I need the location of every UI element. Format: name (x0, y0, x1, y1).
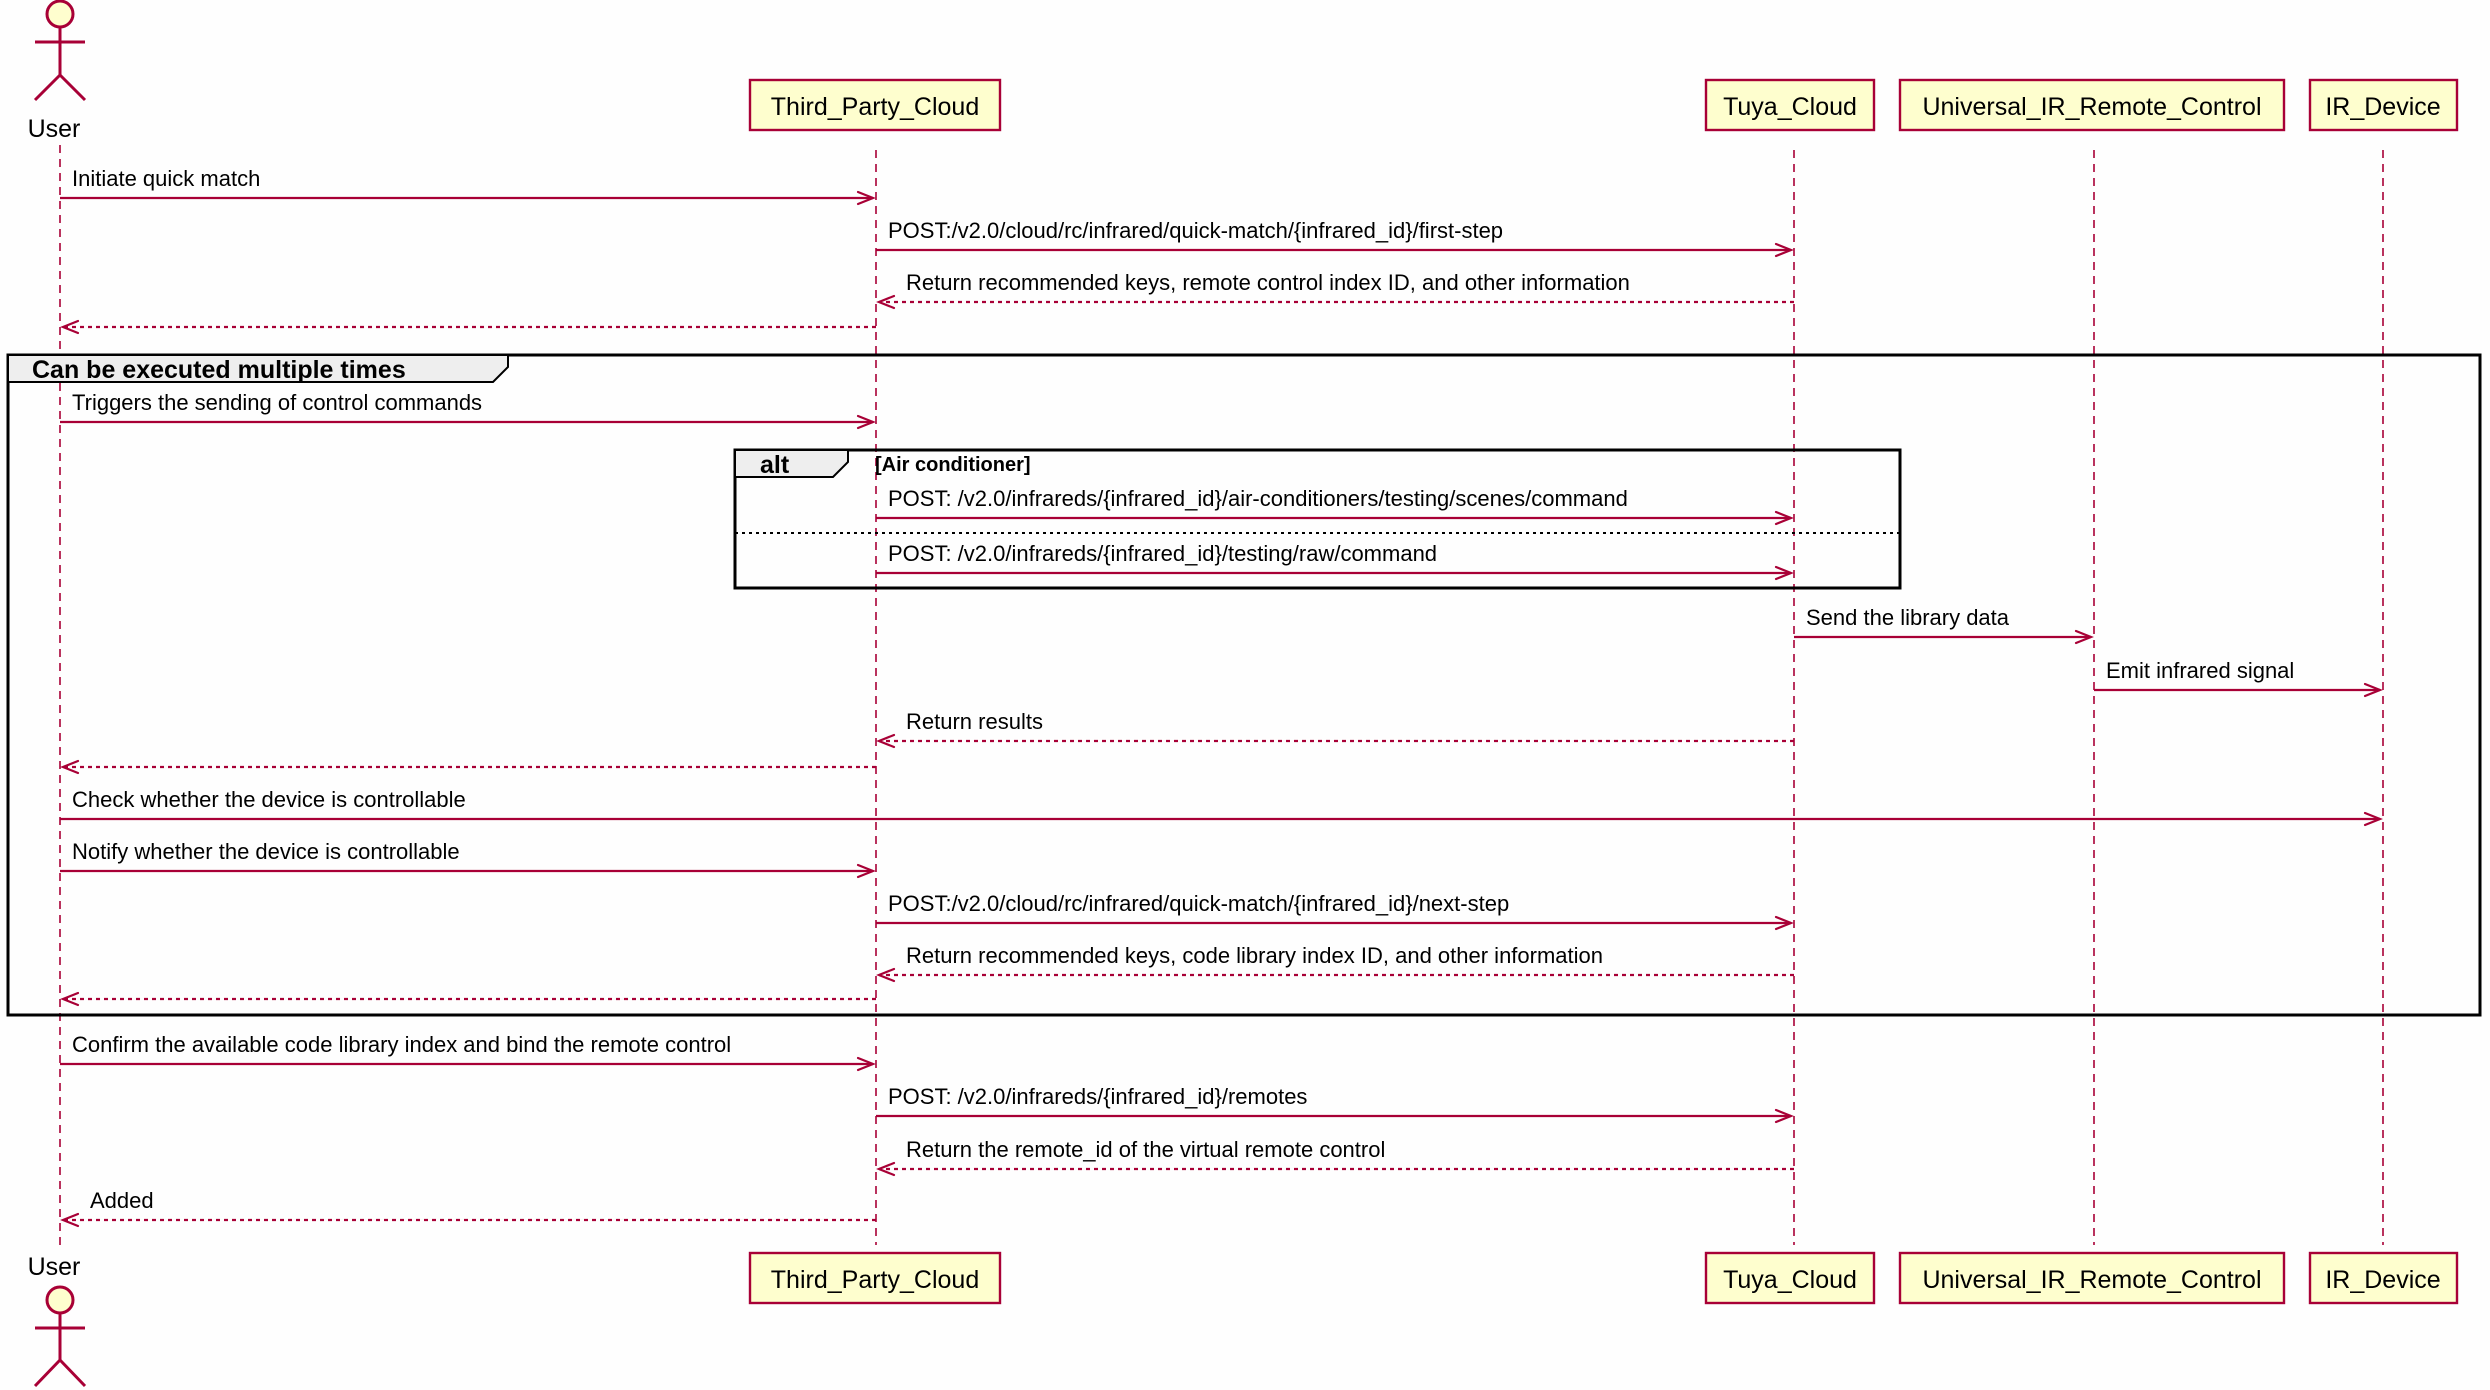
message-label: Check whether the device is controllable (72, 787, 466, 812)
message-15: Return recommended keys, code library in… (876, 943, 1794, 983)
alt-frame-border (733, 448, 1902, 590)
arrowhead-icon (1774, 1108, 1794, 1124)
message-16 (60, 991, 876, 1007)
participant-label: Third_Party_Cloud (771, 93, 979, 121)
message-9: Emit infrared signal (2094, 658, 2383, 698)
arrowhead-icon (60, 1212, 80, 1228)
participant-label: Universal_IR_Remote_Control (1922, 93, 2261, 121)
loop-frame-border (6, 353, 2482, 1017)
loop-frame: Can be executed multiple times (6, 353, 2482, 1017)
message-label: Return the remote_id of the virtual remo… (906, 1137, 1385, 1162)
participant-universal-ir-remote-control-top[interactable]: Universal_IR_Remote_Control (1898, 78, 2286, 132)
arrowhead-icon (2363, 811, 2383, 827)
arrowhead-icon (2363, 682, 2383, 698)
actor-label: User (28, 1253, 81, 1281)
alt-condition: [Air conditioner] (875, 454, 1031, 476)
message-6: POST: /v2.0/infrareds/{infrared_id}/air-… (876, 486, 1794, 526)
message-14: POST:/v2.0/cloud/rc/infrared/quick-match… (876, 891, 1794, 931)
participant-ir-device-top[interactable]: IR_Device (2308, 78, 2459, 132)
message-label: Notify whether the device is controllabl… (72, 839, 460, 864)
message-8: Send the library data (1794, 605, 2094, 645)
arrowhead-icon (876, 967, 896, 983)
arrowhead-icon (60, 991, 80, 1007)
arrowhead-icon (876, 1161, 896, 1177)
arrowhead-icon (856, 190, 876, 206)
loop-frame-tab (7, 354, 509, 383)
message-label: Emit infrared signal (2106, 658, 2294, 683)
message-label: Return results (906, 709, 1043, 734)
message-17: Confirm the available code library index… (60, 1032, 876, 1072)
message-label: Confirm the available code library index… (72, 1032, 731, 1057)
arrowhead-icon (856, 1056, 876, 1072)
message-1: Initiate quick match (60, 166, 876, 206)
actor-user-bottom[interactable]: User (28, 1253, 87, 1388)
participant-label: Third_Party_Cloud (771, 1266, 979, 1294)
alt-frame: alt [Air conditioner] (733, 448, 1902, 590)
loop-frame-title: Can be executed multiple times (32, 356, 406, 384)
alt-frame-title: alt (760, 451, 790, 479)
message-label: Return recommended keys, remote control … (906, 270, 1630, 295)
message-label: POST: /v2.0/infrareds/{infrared_id}/remo… (888, 1084, 1307, 1109)
participant-label: Tuya_Cloud (1723, 93, 1857, 121)
participants: Third_Party_Cloud Tuya_Cloud Universal_I… (748, 78, 2459, 1305)
arrowhead-icon (1774, 510, 1794, 526)
message-4 (60, 319, 876, 335)
message-2: POST:/v2.0/cloud/rc/infrared/quick-match… (876, 218, 1794, 258)
participant-tuya-cloud-top[interactable]: Tuya_Cloud (1704, 78, 1876, 132)
arrowhead-icon (876, 733, 896, 749)
message-5: Triggers the sending of control commands (60, 390, 876, 430)
participant-tuya-cloud-bottom[interactable]: Tuya_Cloud (1704, 1251, 1876, 1305)
message-label: POST:/v2.0/cloud/rc/infrared/quick-match… (888, 891, 1509, 916)
participant-universal-ir-remote-control-bottom[interactable]: Universal_IR_Remote_Control (1898, 1251, 2286, 1305)
message-3: Return recommended keys, remote control … (876, 270, 1794, 310)
participant-third-party-cloud-bottom[interactable]: Third_Party_Cloud (748, 1251, 1002, 1305)
arrowhead-icon (876, 294, 896, 310)
message-label: Added (90, 1188, 154, 1213)
arrowhead-icon (856, 414, 876, 430)
message-12: Check whether the device is controllable (60, 787, 2383, 827)
message-11 (60, 759, 876, 775)
messages: Initiate quick matchPOST:/v2.0/cloud/rc/… (60, 166, 2383, 1228)
participant-third-party-cloud-top[interactable]: Third_Party_Cloud (748, 78, 1002, 132)
message-label: POST:/v2.0/cloud/rc/infrared/quick-match… (888, 218, 1503, 243)
arrowhead-icon (1774, 242, 1794, 258)
arrowhead-icon (60, 759, 80, 775)
arrowhead-icon (2074, 629, 2094, 645)
actor-label: User (28, 115, 81, 143)
message-label: POST: /v2.0/infrareds/{infrared_id}/air-… (888, 486, 1628, 511)
message-19: Return the remote_id of the virtual remo… (876, 1137, 1794, 1177)
actor-stick-figure-icon (33, 0, 87, 102)
message-20: Added (60, 1188, 876, 1228)
message-label: Return recommended keys, code library in… (906, 943, 1603, 968)
message-13: Notify whether the device is controllabl… (60, 839, 876, 879)
alt-frame-tab (734, 449, 849, 478)
message-label: Initiate quick match (72, 166, 260, 191)
message-18: POST: /v2.0/infrareds/{infrared_id}/remo… (876, 1084, 1794, 1124)
lifelines (59, 145, 2384, 1245)
arrowhead-icon (60, 319, 80, 335)
participant-label: Universal_IR_Remote_Control (1922, 1266, 2261, 1294)
actor-stick-figure-icon (33, 1285, 87, 1388)
message-label: Triggers the sending of control commands (72, 390, 482, 415)
actor-user-top[interactable]: User (28, 0, 87, 143)
arrowhead-icon (856, 863, 876, 879)
participant-label: IR_Device (2325, 1266, 2440, 1294)
message-label: Send the library data (1806, 605, 2010, 630)
message-7: POST: /v2.0/infrareds/{infrared_id}/test… (876, 541, 1794, 581)
arrowhead-icon (1774, 915, 1794, 931)
arrowhead-icon (1774, 565, 1794, 581)
participant-label: IR_Device (2325, 93, 2440, 121)
message-10: Return results (876, 709, 1794, 749)
participant-ir-device-bottom[interactable]: IR_Device (2308, 1251, 2459, 1305)
participant-label: Tuya_Cloud (1723, 1266, 1857, 1294)
message-label: POST: /v2.0/infrareds/{infrared_id}/test… (888, 541, 1437, 566)
